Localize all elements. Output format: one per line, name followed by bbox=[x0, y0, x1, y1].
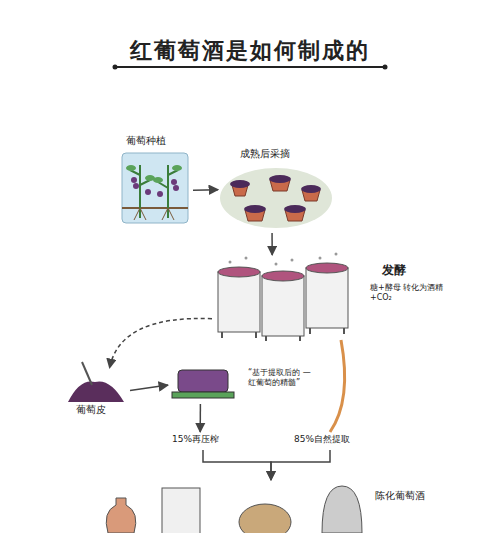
node-label: 葡萄种植 bbox=[126, 135, 166, 148]
node-label: “基于提取后的 —红葡萄的精髓” bbox=[248, 368, 330, 388]
node-label: 85%自然提取 bbox=[294, 434, 350, 445]
sky-panel bbox=[122, 153, 188, 223]
amphora bbox=[106, 498, 136, 533]
flow-arrow bbox=[193, 189, 218, 191]
leaf bbox=[153, 177, 163, 183]
fermentation-tanks bbox=[218, 253, 348, 342]
title-underline bbox=[115, 66, 385, 68]
skin-pile bbox=[68, 381, 124, 402]
grape bbox=[173, 185, 179, 191]
node-label: 发酵 bbox=[382, 263, 406, 278]
process-node: 85%自然提取 bbox=[290, 432, 370, 450]
node-label: 成熟后采摘 bbox=[240, 148, 290, 161]
flow-arrow bbox=[271, 450, 330, 480]
tank-top bbox=[306, 263, 348, 273]
vine-stems bbox=[130, 165, 178, 218]
flow-arrow bbox=[199, 404, 201, 432]
bubble bbox=[229, 261, 232, 264]
process-node: 葡萄皮 bbox=[62, 368, 130, 418]
concrete-tank bbox=[162, 488, 200, 533]
flow-arrow bbox=[330, 340, 345, 432]
tank-top bbox=[262, 271, 304, 281]
ground-line bbox=[122, 207, 188, 209]
grape bbox=[171, 179, 177, 185]
tank-body bbox=[262, 276, 304, 336]
flow-arrow bbox=[130, 385, 168, 390]
egg-tank bbox=[322, 486, 362, 533]
title: 红葡萄酒是如何制成的 bbox=[0, 36, 500, 66]
grape bbox=[145, 189, 151, 195]
press-drum bbox=[178, 370, 228, 392]
grape bbox=[157, 191, 163, 197]
basket-grapes bbox=[269, 175, 291, 183]
bubble bbox=[291, 259, 294, 262]
barrel bbox=[239, 504, 291, 533]
bubble bbox=[275, 263, 278, 266]
node-label: 糖+酵母 转化为酒精+CO₂ bbox=[370, 283, 455, 303]
tank-top bbox=[218, 267, 260, 277]
node-label: 15%再压榨 bbox=[172, 434, 219, 445]
process-node: 发酵糖+酵母 转化为酒精+CO₂ bbox=[212, 255, 427, 340]
grape bbox=[133, 183, 139, 189]
shovel bbox=[82, 362, 92, 385]
process-node: 葡萄种植 bbox=[118, 135, 193, 227]
tank-body bbox=[218, 272, 260, 332]
bubble bbox=[245, 257, 248, 260]
process-node: “基于提取后的 —红葡萄的精髓” bbox=[168, 362, 348, 404]
flow-arrow bbox=[110, 319, 212, 368]
basket bbox=[230, 175, 321, 221]
flow-arrow bbox=[271, 233, 273, 255]
node-label: 陈化葡萄酒 bbox=[375, 490, 425, 503]
vine-roots bbox=[134, 208, 174, 220]
tank-legs bbox=[222, 328, 344, 341]
leaf bbox=[126, 165, 136, 171]
leaf bbox=[172, 165, 182, 171]
bubble bbox=[319, 257, 322, 260]
basket-grapes bbox=[244, 205, 266, 213]
basket-grapes bbox=[230, 180, 250, 188]
bubble bbox=[335, 253, 338, 256]
tank-body bbox=[306, 268, 348, 328]
harvest-oval bbox=[220, 168, 332, 228]
basket-grapes bbox=[284, 205, 306, 213]
flow-arrow bbox=[203, 450, 271, 480]
basket-grapes bbox=[301, 185, 321, 193]
process-node: 15%再压榨 bbox=[168, 432, 238, 450]
process-node: 陈化葡萄酒 bbox=[95, 480, 495, 533]
process-node: 成熟后采摘 bbox=[218, 148, 333, 233]
grape bbox=[131, 177, 137, 183]
press-base bbox=[172, 392, 234, 398]
underline-dot bbox=[113, 65, 118, 70]
underline-dot bbox=[383, 65, 388, 70]
node-label: 葡萄皮 bbox=[76, 404, 106, 417]
